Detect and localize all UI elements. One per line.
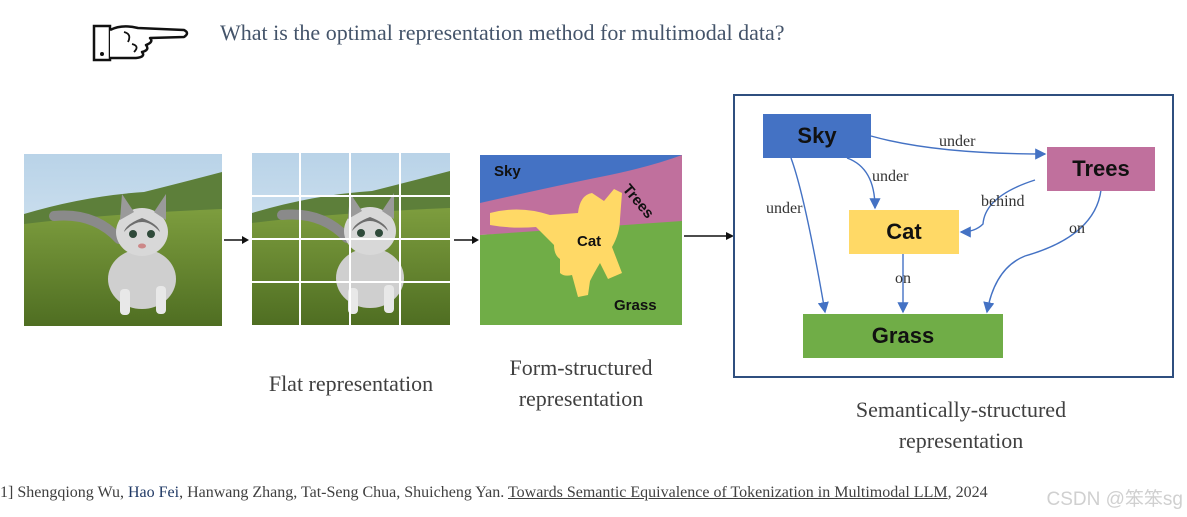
edge-label-trees-grass: on	[1069, 220, 1085, 237]
citation-prefix: 1] Shengqiong Wu,	[0, 484, 128, 501]
arrow-right-2	[454, 236, 479, 244]
node-trees: Trees	[1047, 147, 1155, 191]
pointing-hand-icon	[92, 24, 189, 62]
seg-cat-label: Cat	[577, 233, 602, 250]
scene-graph-box: Sky Trees Cat Grass under under under be…	[733, 94, 1174, 378]
seg-grass-label: Grass	[614, 297, 657, 314]
node-grass: Grass	[803, 314, 1003, 358]
edge-sky-grass	[790, 157, 829, 314]
seg-cat-region	[490, 189, 622, 297]
edge-label-trees-cat: behind	[981, 193, 1025, 210]
edge-sky-trees	[870, 135, 1047, 160]
scene-graph-edges	[790, 135, 1102, 314]
edge-label-cat-grass: on	[895, 270, 911, 287]
edge-trees-grass	[983, 189, 1102, 314]
citation-year: , 2024	[947, 484, 988, 501]
arrow-right-3	[684, 232, 734, 240]
caption-form-line1: Form-structured	[509, 355, 653, 380]
citation-authors: , Hanwang Zhang, Tat-Seng Chua, Shuichen…	[179, 484, 508, 501]
patched-cat-photo	[252, 153, 450, 325]
caption-form-structured: Form-structured representation	[480, 352, 682, 414]
caption-semantic-structured: Semantically-structured representation	[800, 394, 1122, 456]
edge-label-sky-grass: under	[766, 200, 803, 217]
question-text: What is the optimal representation metho…	[220, 20, 785, 45]
edge-label-sky-trees: under	[939, 133, 976, 150]
caption-form-line2: representation	[518, 386, 644, 411]
cat-photo	[24, 154, 222, 326]
citation: 1] Shengqiong Wu, Hao Fei, Hanwang Zhang…	[0, 484, 988, 502]
edge-trees-cat	[959, 179, 1036, 238]
seg-sky-label: Sky	[494, 163, 521, 180]
node-sky: Sky	[763, 114, 871, 158]
citation-highlight-author: Hao Fei	[127, 484, 180, 501]
node-cat: Cat	[849, 210, 959, 254]
patch-grid	[252, 153, 450, 325]
caption-semantic-line1: Semantically-structured	[855, 397, 1067, 422]
caption-semantic-line2: representation	[898, 428, 1024, 453]
segmentation-map: Sky Trees Cat Grass	[480, 155, 682, 325]
arrow-right-1	[224, 236, 249, 244]
watermark: CSDN @笨笨sg	[1046, 489, 1183, 510]
citation-paper-link[interactable]: Towards Semantic Equivalence of Tokeniza…	[507, 484, 948, 501]
caption-flat: Flat representation	[268, 371, 434, 396]
edge-label-sky-cat: under	[872, 168, 909, 185]
edge-sky-cat	[846, 157, 881, 210]
